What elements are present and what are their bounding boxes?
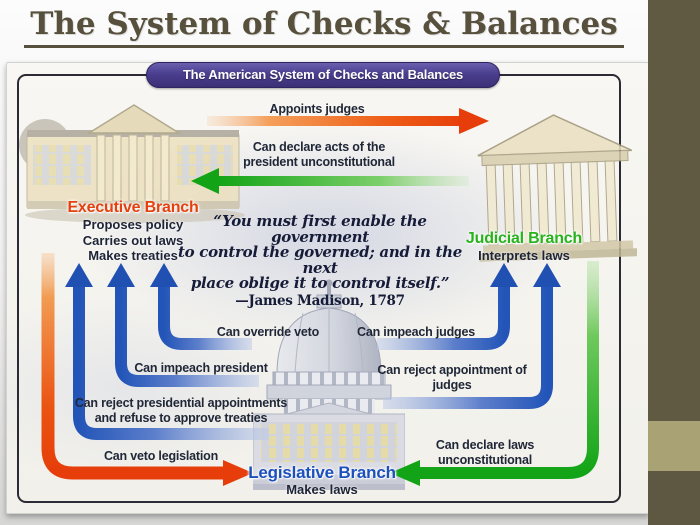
arrow-declare-laws <box>420 261 599 479</box>
checks-arrows <box>41 108 599 486</box>
white-house-illustration <box>19 104 245 223</box>
judicial-branch-title: Judicial Branch <box>465 230 583 247</box>
arrow-declare-acts-head <box>191 168 219 194</box>
arrow-impeach-president-head <box>107 263 135 287</box>
arrow-veto-legislation-head <box>223 460 253 486</box>
quote-line: “You must first enable the government <box>213 212 427 246</box>
sidebar-accent-top <box>648 0 700 421</box>
arrow-reject-appointments-head <box>65 263 93 287</box>
executive-power: Carries out laws <box>82 232 184 248</box>
arrow-impeach-judges-head <box>490 263 518 287</box>
label-declare-acts-unconstitutional: Can declare acts of the president uncons… <box>243 140 395 169</box>
arrow-reject-appointments <box>73 287 269 440</box>
arrow-reject-judge-appointments <box>383 287 553 409</box>
diagram-banner-text: The American System of Checks and Balanc… <box>182 67 464 82</box>
arrow-override-veto <box>158 287 252 350</box>
page-title: The System of Checks & Balances <box>0 4 648 48</box>
label-reject-presidential-appointments: Can reject presidential appointments and… <box>74 396 288 425</box>
arrow-impeach-judges <box>377 287 510 350</box>
capitol-illustration <box>253 279 405 490</box>
page-title-text: The System of Checks & Balances <box>24 4 624 48</box>
madison-quote: “You must first enable the government to… <box>173 212 467 309</box>
label-override-veto: Can override veto <box>216 325 320 339</box>
label-impeach-judges: Can impeach judges <box>357 325 475 339</box>
arrow-impeach-president <box>115 287 259 387</box>
supreme-court-illustration <box>477 114 637 262</box>
arrow-override-veto-head <box>150 263 178 287</box>
arrow-declare-laws-head <box>390 460 420 486</box>
legislative-power: Makes laws <box>286 482 358 497</box>
executive-power: Proposes policy <box>82 217 184 232</box>
arrow-veto-legislation <box>41 253 223 480</box>
executive-power: Makes treaties <box>88 248 178 263</box>
checks-balances-diagram: The American System of Checks and Balanc… <box>6 62 649 514</box>
sidebar-accent-middle <box>648 421 700 471</box>
label-reject-appointment-of-judges: Can reject appointment of judges <box>377 363 527 392</box>
executive-branch-block: Executive Branch Proposes policy Carries… <box>43 199 223 264</box>
quote-attribution: —James Madison, 1787 <box>235 292 405 309</box>
judicial-power: Interprets laws <box>478 248 570 263</box>
label-impeach-president: Can impeach president <box>134 361 268 375</box>
arrow-appoints-judges-head <box>459 108 489 134</box>
label-veto-legislation: Can veto legislation <box>103 449 219 463</box>
legislative-branch-title: Legislative Branch <box>248 463 396 482</box>
quote-line: to control the governed; and in the next <box>178 243 462 277</box>
sidebar-accent-bottom <box>648 471 700 525</box>
label-declare-laws-unconstitutional: Can declare laws unconstitutional <box>435 438 535 467</box>
judicial-branch-block: Judicial Branch Interprets laws <box>434 230 614 264</box>
legislative-branch-block: Legislative Branch Makes laws <box>232 464 412 498</box>
executive-branch-title: Executive Branch <box>67 199 199 216</box>
arrow-reject-judge-appointments-head <box>533 263 561 287</box>
label-appoints-judges: Appoints judges <box>269 102 365 116</box>
quote-line: place oblige it to control itself.” <box>190 274 450 292</box>
diagram-banner: The American System of Checks and Balanc… <box>146 62 500 88</box>
